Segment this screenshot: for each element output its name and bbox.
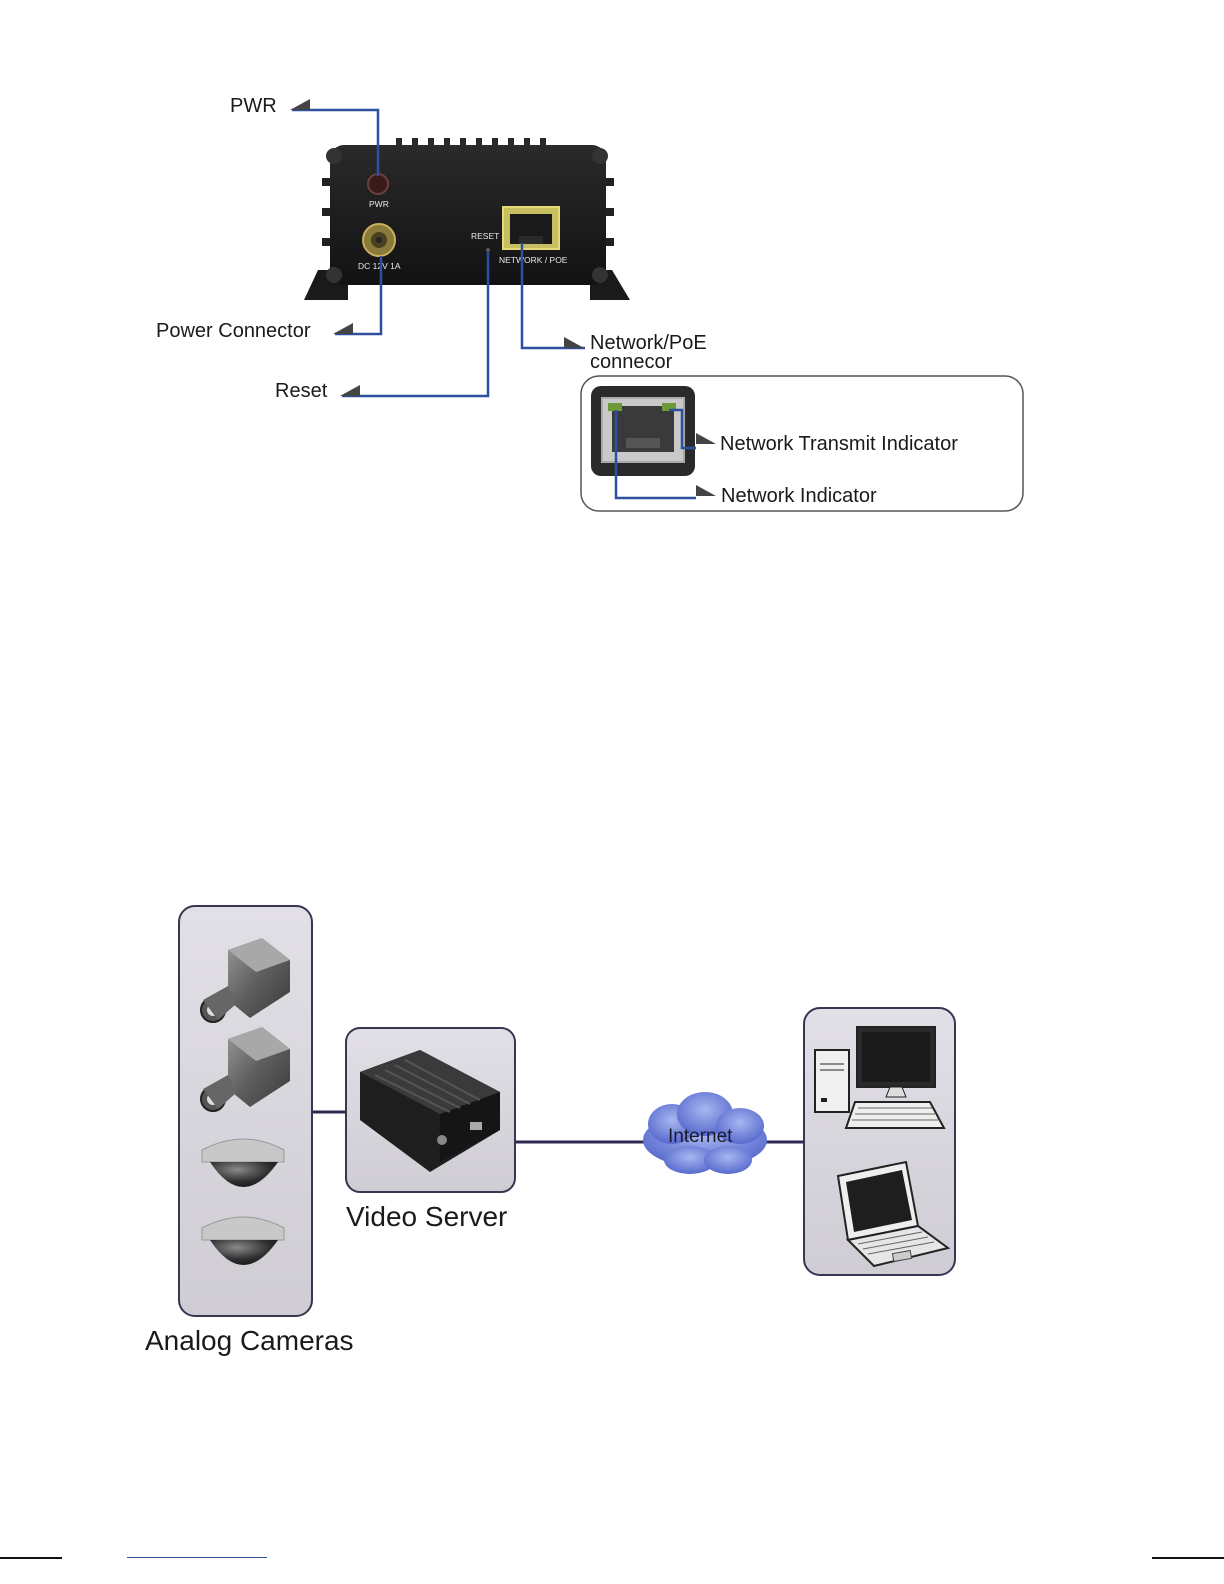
callout-network-indicator: Network Indicator: [721, 486, 877, 506]
callout-network-poe-line2: connecor: [590, 352, 672, 372]
reset-hole: [486, 248, 490, 252]
rj45-port: [503, 207, 559, 249]
analog-cameras-label: Analog Cameras: [145, 1327, 354, 1355]
panel-label-reset: RESET: [471, 231, 499, 241]
callout-network-poe-line1: Network/PoE: [590, 333, 707, 353]
callout-pwr: PWR: [230, 96, 277, 116]
dc-jack: [363, 224, 395, 256]
callout-reset: Reset: [275, 381, 327, 401]
internet-label: Internet: [668, 1126, 733, 1147]
panel-label-pwr: PWR: [369, 199, 389, 209]
panel-label-dc: DC 12V 1A: [358, 261, 401, 271]
callout-power-connector: Power Connector: [156, 321, 311, 341]
footer-rule-right: [1152, 1557, 1224, 1559]
footer-rule-link: [127, 1557, 267, 1558]
panel-label-network: NETWORK / POE: [499, 255, 568, 265]
port-closeup: [591, 386, 695, 476]
device-back-panel: PWR DC 12V 1A RESET NETWORK / POE: [304, 138, 630, 300]
callout-network-transmit-indicator: Network Transmit Indicator: [720, 434, 958, 454]
pwr-led: [368, 174, 388, 194]
video-server-label: Video Server: [346, 1203, 507, 1231]
footer-rule-left: [0, 1557, 62, 1559]
